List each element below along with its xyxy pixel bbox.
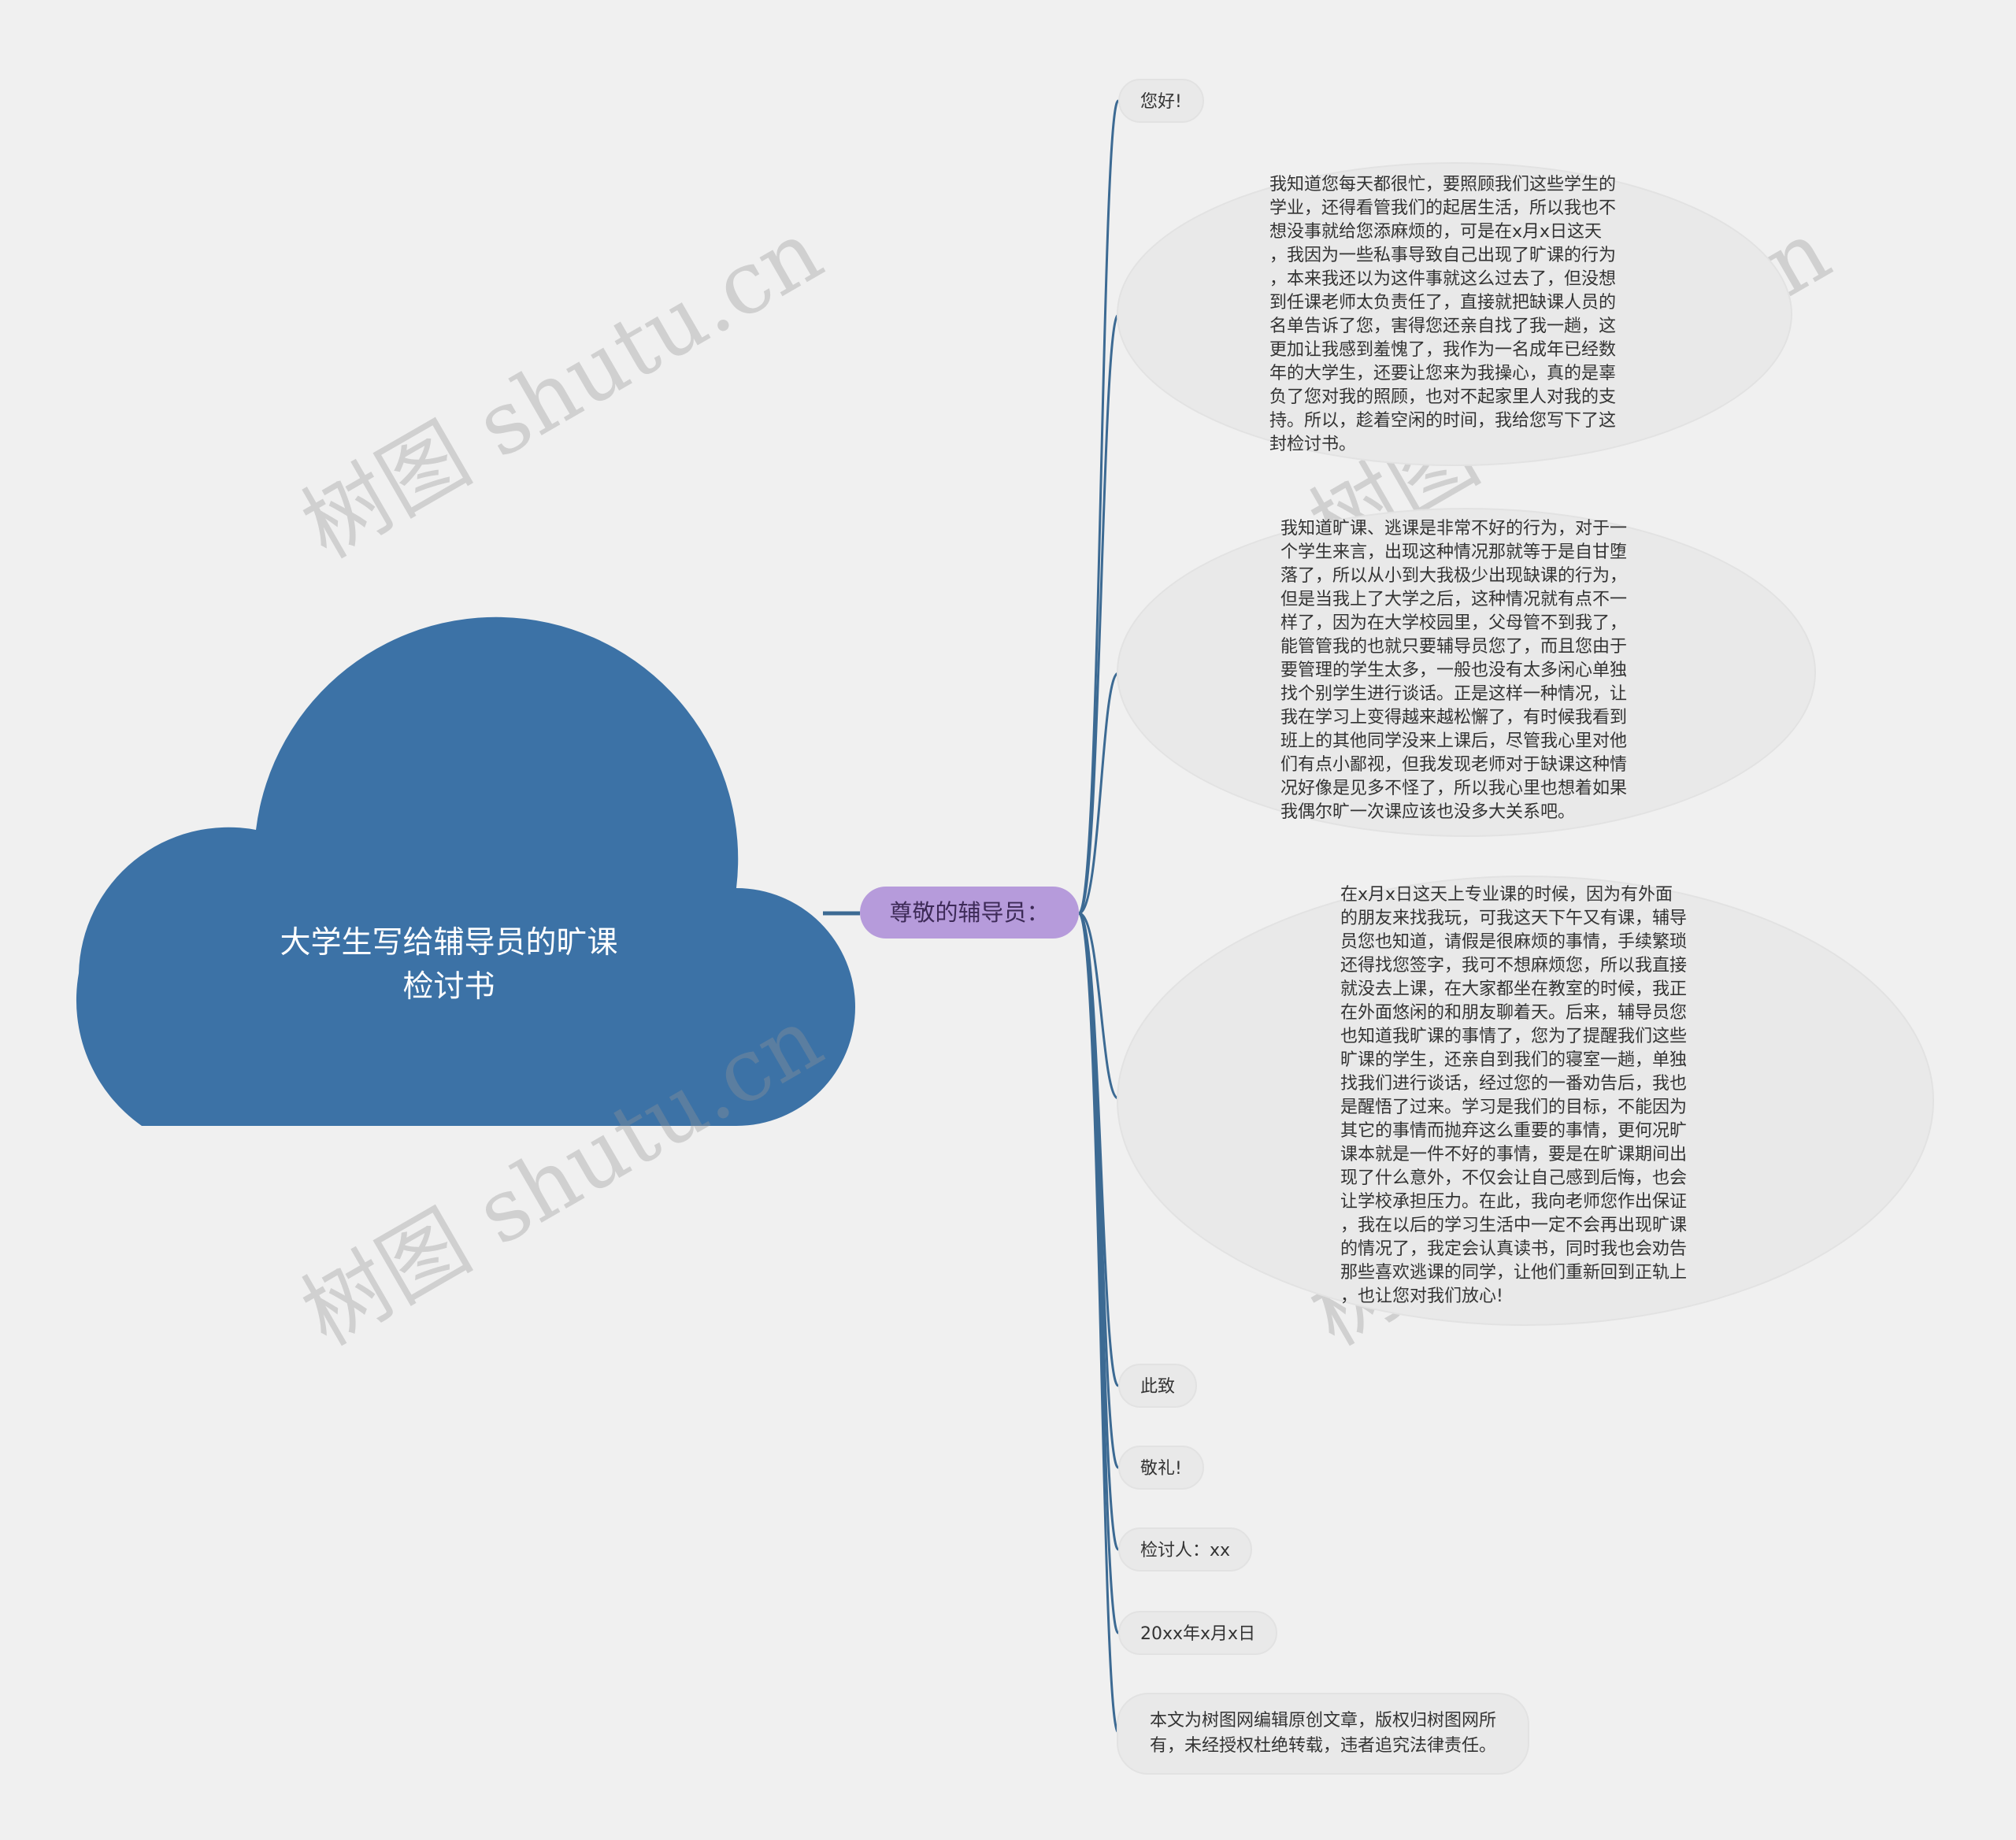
leaf-text: 我知道旷课、逃课是非常不好的行为，对于一 个学生来言，出现这种情况那就等于是自甘… <box>1280 519 1628 822</box>
leaf-node[interactable]: 检讨人：xx <box>1118 1527 1253 1572</box>
leaf-node[interactable]: 敬礼! <box>1118 1446 1204 1490</box>
root-title: 大学生写给辅导员的旷课 检讨书 <box>280 925 618 1005</box>
branch-edge <box>1078 912 1119 1100</box>
branch-edges <box>1077 99 1120 1734</box>
branch-edge <box>1077 912 1120 1734</box>
leaf-node[interactable]: 此致 <box>1118 1364 1198 1408</box>
leaf-node[interactable]: 20xx年x月x日 <box>1118 1611 1278 1655</box>
sub-node-greeting[interactable]: 尊敬的辅导员： <box>860 887 1079 939</box>
leaf-node-copyright[interactable]: 本文为树图网编辑原创文章，版权归树图网所 有，未经授权杜绝转载，违者追究法律责任… <box>1117 1693 1530 1775</box>
root-cloud[interactable] <box>76 616 855 1126</box>
leaf-node[interactable]: 我知道旷课、逃课是非常不好的行为，对于一 个学生来言，出现这种情况那就等于是自甘… <box>1117 508 1816 837</box>
leaf-text: 我知道您每天都很忙，要照顾我们这些学生的 学业，还得看管我们的起居生活，所以我也… <box>1269 175 1617 454</box>
leaf-node[interactable]: 您好! <box>1118 79 1204 123</box>
leaf-node[interactable]: 在x月x日这天上专业课的时候，因为有外面 的朋友来找我玩，可我这天下午又有课，辅… <box>1117 876 1934 1326</box>
leaf-node[interactable]: 我知道您每天都很忙，要照顾我们这些学生的 学业，还得看管我们的起居生活，所以我也… <box>1117 162 1792 466</box>
branch-edge <box>1077 99 1120 915</box>
branch-edge <box>1078 672 1119 915</box>
branch-edge <box>1077 313 1120 915</box>
leaf-text: 在x月x日这天上专业课的时候，因为有外面 的朋友来找我玩，可我这天下午又有课，辅… <box>1340 885 1688 1306</box>
